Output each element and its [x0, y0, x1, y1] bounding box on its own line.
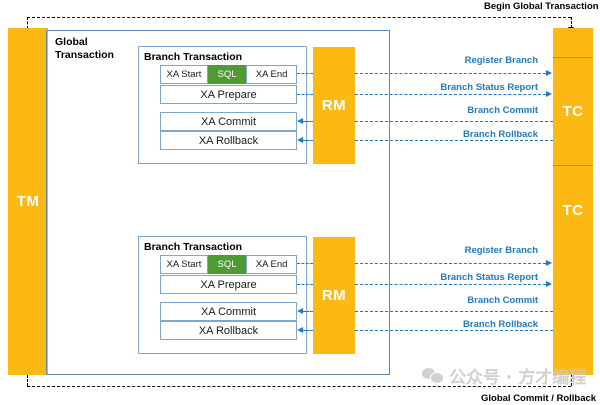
- message-label-register-branch-1: Register Branch: [464, 55, 538, 66]
- message-label-branch-rollback-1: Branch Rollback: [463, 129, 538, 140]
- actor-tc-column[interactable]: TC TC: [553, 28, 593, 375]
- global-transaction-frame: [46, 30, 390, 375]
- arrow-left-xa-commit-1: [297, 118, 303, 124]
- message-label-branch-rollback-2: Branch Rollback: [463, 319, 538, 330]
- message-line-register-branch-1: [355, 73, 546, 74]
- message-line-branch-rollback-2: [355, 330, 553, 331]
- message-label-branch-status-report-2: Branch Status Report: [440, 272, 538, 283]
- connector-rm-to-xa-rollback-1: [303, 140, 313, 141]
- bottom-dashed-line: [27, 386, 571, 387]
- xa-end-box-2[interactable]: XA End: [246, 255, 297, 274]
- arrow-right-register-branch-1: [546, 70, 552, 76]
- message-line-register-branch-2: [355, 263, 546, 264]
- bottom-dashed-stub-tc: [571, 374, 572, 386]
- xa-prepare-box-2[interactable]: XA Prepare: [160, 275, 297, 294]
- connector-xa-end-to-rm-2: [297, 263, 313, 264]
- message-line-branch-status-report-1: [355, 94, 546, 95]
- xa-start-box-2[interactable]: XA Start: [160, 255, 208, 274]
- actor-tc-upper[interactable]: TC: [553, 57, 593, 165]
- watermark: 公众号 · 方才编程: [422, 363, 586, 388]
- tc-divider-middle: [553, 165, 593, 166]
- xa-commit-box-2[interactable]: XA Commit: [160, 302, 297, 321]
- actor-rm-2-label: RM: [321, 287, 347, 304]
- connector-xa-end-to-rm-1: [297, 73, 313, 74]
- message-label-branch-commit-2: Branch Commit: [467, 295, 538, 306]
- actor-tm-label: TM: [16, 193, 40, 210]
- xa-commit-box-1[interactable]: XA Commit: [160, 112, 297, 131]
- message-label-branch-status-report-1: Branch Status Report: [440, 82, 538, 93]
- actor-rm-2[interactable]: RM: [313, 237, 355, 354]
- message-line-branch-commit-2: [355, 311, 553, 312]
- tc-divider-top: [553, 57, 593, 58]
- caption-global-commit-rollback: Global Commit / Rollback: [481, 393, 597, 404]
- connector-xa-prepare-to-rm-1: [297, 94, 313, 95]
- message-line-branch-commit-1: [355, 121, 553, 122]
- actor-tc-upper-label: TC: [562, 102, 584, 120]
- xa-row-1: XA Start SQL XA End: [160, 65, 297, 84]
- top-dashed-line: [27, 17, 571, 18]
- global-transaction-label-line2: Transaction: [55, 48, 114, 61]
- xa-end-box-1[interactable]: XA End: [246, 65, 297, 84]
- message-line-branch-status-report-2: [355, 284, 546, 285]
- caption-begin-global-transaction: Begin Global Transaction: [484, 1, 599, 12]
- message-label-branch-commit-1: Branch Commit: [467, 105, 538, 116]
- xa-rollback-box-1[interactable]: XA Rollback: [160, 131, 297, 150]
- xa-prepare-box-1[interactable]: XA Prepare: [160, 85, 297, 104]
- global-transaction-label: Global Transaction: [55, 36, 145, 61]
- branch-transaction-title-1: Branch Transaction: [144, 51, 243, 63]
- message-line-branch-rollback-1: [355, 140, 553, 141]
- sql-box-2[interactable]: SQL: [207, 255, 247, 274]
- arrow-left-xa-rollback-2: [297, 327, 303, 333]
- connector-xa-prepare-to-rm-2: [297, 284, 313, 285]
- actor-rm-1-label: RM: [321, 97, 347, 114]
- xa-row-2: XA Start SQL XA End: [160, 255, 297, 274]
- branch-transaction-title-2: Branch Transaction: [144, 241, 243, 253]
- xa-rollback-box-2[interactable]: XA Rollback: [160, 321, 297, 340]
- arrow-right-branch-status-report-1: [546, 91, 552, 97]
- connector-rm-to-xa-commit-2: [303, 311, 313, 312]
- actor-tm[interactable]: TM: [8, 28, 48, 375]
- top-dashed-stub-tc: [571, 17, 572, 28]
- arrow-right-register-branch-2: [546, 260, 552, 266]
- arrow-right-branch-status-report-2: [546, 281, 552, 287]
- arrow-left-xa-rollback-1: [297, 137, 303, 143]
- bottom-dashed-stub-tm: [27, 375, 28, 386]
- connector-rm-to-xa-commit-1: [303, 121, 313, 122]
- actor-tc-lower[interactable]: TC: [553, 165, 593, 375]
- wechat-icon: [422, 367, 444, 384]
- actor-tc-lower-label: TC: [562, 201, 584, 219]
- xa-start-box-1[interactable]: XA Start: [160, 65, 208, 84]
- top-dashed-stub-tm: [27, 17, 28, 29]
- watermark-text: 公众号 · 方才编程: [449, 368, 587, 388]
- actor-rm-1[interactable]: RM: [313, 47, 355, 164]
- message-label-register-branch-2: Register Branch: [464, 245, 538, 256]
- connector-rm-to-xa-rollback-2: [303, 330, 313, 331]
- sql-box-1[interactable]: SQL: [207, 65, 247, 84]
- arrow-left-xa-commit-2: [297, 308, 303, 314]
- global-transaction-label-line1: Global: [55, 36, 88, 48]
